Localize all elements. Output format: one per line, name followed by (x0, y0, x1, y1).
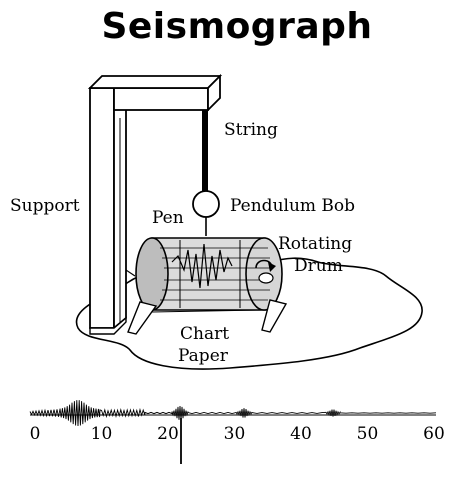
tick-label: 40 (290, 424, 312, 444)
seismogram-trace (30, 400, 436, 426)
tick-label: 60 (423, 424, 445, 444)
tick-label: 50 (357, 424, 379, 444)
tick-label: 30 (224, 424, 246, 444)
tick-label: 0 (30, 424, 41, 444)
tick-label: 20 (157, 424, 179, 444)
tick-label: 10 (91, 424, 113, 444)
